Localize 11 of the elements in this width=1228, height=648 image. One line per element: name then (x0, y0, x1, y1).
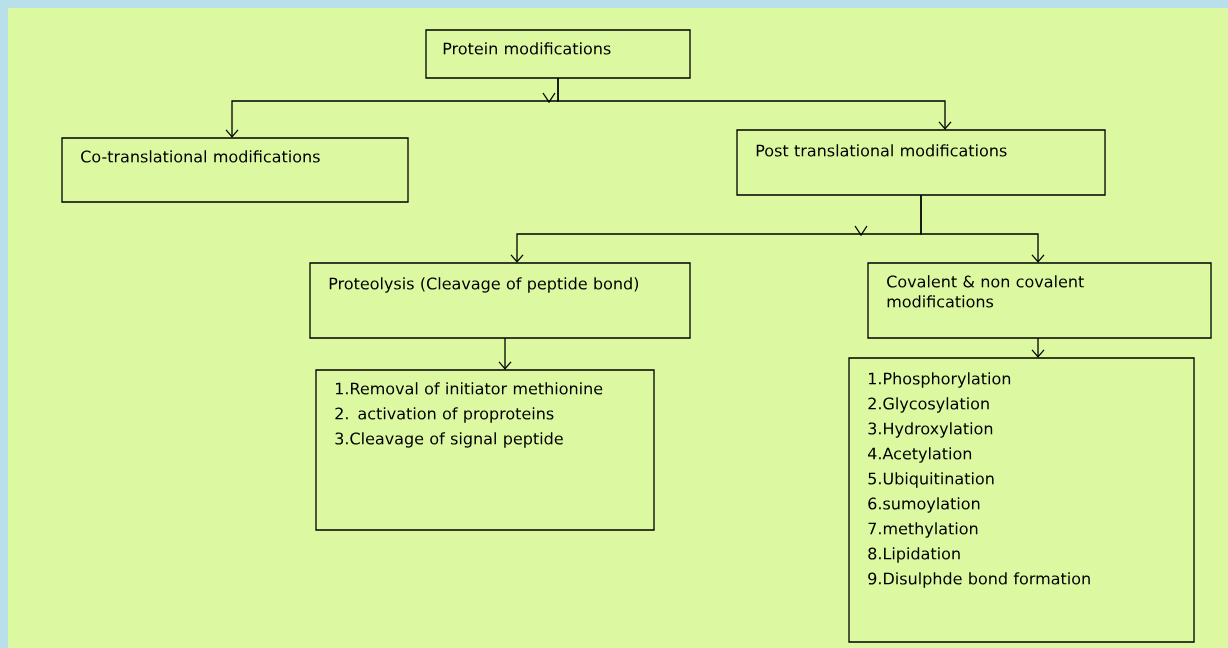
arrow (557, 77, 952, 130)
process-box: Covalent & non covalent modifications (867, 262, 1212, 339)
process-box: Protein modifications (425, 29, 691, 79)
process-box: Proteolysis (Cleavage of peptide bond) (309, 262, 691, 339)
process-box: Co-translational modifications (61, 137, 409, 203)
list-box: 1.Phosphorylation 2.Glycosylation 3.Hydroxylation 4.Acetylation 5.Ubiquitination 6.sumoylation 7.methylation 8.Lipidation 9.Disulphde bond formation (848, 357, 1195, 643)
arrow (1031, 337, 1045, 358)
arrow (920, 194, 1045, 263)
list-box: 1.Removal of initiator methionine 2. activation of proproteins 3.Cleavage of signal peptide (315, 369, 655, 531)
arrow (498, 337, 512, 370)
process-box: Post translational modifications (736, 129, 1106, 196)
